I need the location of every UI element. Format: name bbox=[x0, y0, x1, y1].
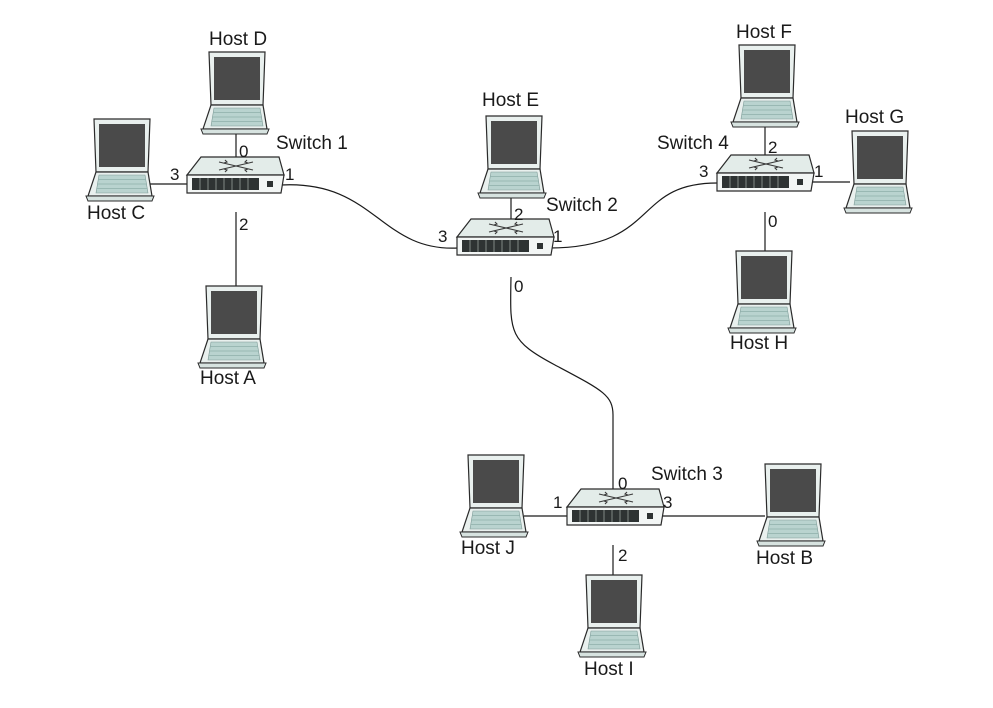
host-d-label: Host D bbox=[209, 29, 267, 50]
laptop-icon bbox=[197, 285, 267, 369]
port-label: 1 bbox=[553, 493, 562, 512]
network-switch-icon bbox=[716, 154, 815, 192]
host-g-label: Host G bbox=[845, 107, 904, 128]
host-c-label: Host C bbox=[87, 203, 145, 224]
link-s1-s2 bbox=[280, 184, 459, 249]
network-switch-icon bbox=[566, 488, 665, 526]
laptop-icon bbox=[459, 454, 529, 538]
port-label: 2 bbox=[618, 546, 627, 565]
host-i-label: Host I bbox=[584, 659, 634, 680]
laptop-icon bbox=[730, 44, 800, 128]
host-h-label: Host H bbox=[730, 333, 788, 354]
network-switch-icon bbox=[456, 218, 555, 256]
port-label: 3 bbox=[699, 162, 708, 181]
network-switch-icon bbox=[186, 156, 285, 194]
laptop-icon bbox=[477, 115, 547, 199]
port-label: 3 bbox=[170, 165, 179, 184]
host-f-label: Host F bbox=[736, 22, 792, 43]
port-label: 0 bbox=[239, 142, 248, 161]
port-label: 3 bbox=[438, 227, 447, 246]
port-label: 0 bbox=[768, 212, 777, 231]
link-s2-s3 bbox=[510, 276, 614, 489]
port-label: 2 bbox=[768, 138, 777, 157]
port-labels: 0 1 2 3 3 0 1 2 0 1 2 3 3 0 1 2 bbox=[170, 138, 823, 565]
port-label: 2 bbox=[239, 215, 248, 234]
switch-3-label: Switch 3 bbox=[651, 464, 723, 485]
host-labels: Host A Host B Host C Host D Host E Host … bbox=[87, 22, 904, 680]
switch-2-label: Switch 2 bbox=[546, 195, 618, 216]
port-label: 1 bbox=[285, 165, 294, 184]
port-label: 0 bbox=[514, 277, 523, 296]
link-s2-s4 bbox=[548, 182, 720, 249]
port-label: 3 bbox=[663, 493, 672, 512]
laptop-icon bbox=[200, 51, 270, 135]
laptop-icon bbox=[756, 463, 826, 547]
port-label: 1 bbox=[553, 227, 562, 246]
laptop-icon bbox=[577, 574, 647, 658]
host-a-label: Host A bbox=[200, 368, 256, 389]
port-label: 2 bbox=[514, 205, 523, 224]
port-label: 0 bbox=[618, 474, 627, 493]
host-b-label: Host B bbox=[756, 548, 813, 569]
host-j-label: Host J bbox=[461, 538, 515, 559]
laptop-icon bbox=[843, 130, 913, 214]
port-label: 1 bbox=[814, 162, 823, 181]
host-e-label: Host E bbox=[482, 90, 539, 111]
switch-4-label: Switch 4 bbox=[657, 133, 729, 154]
laptop-icon bbox=[85, 118, 155, 202]
switch-1-label: Switch 1 bbox=[276, 133, 348, 154]
switch-labels: Switch 1 Switch 2 Switch 3 Switch 4 bbox=[276, 133, 729, 485]
laptop-icon bbox=[727, 250, 797, 334]
links-layer bbox=[150, 120, 850, 580]
